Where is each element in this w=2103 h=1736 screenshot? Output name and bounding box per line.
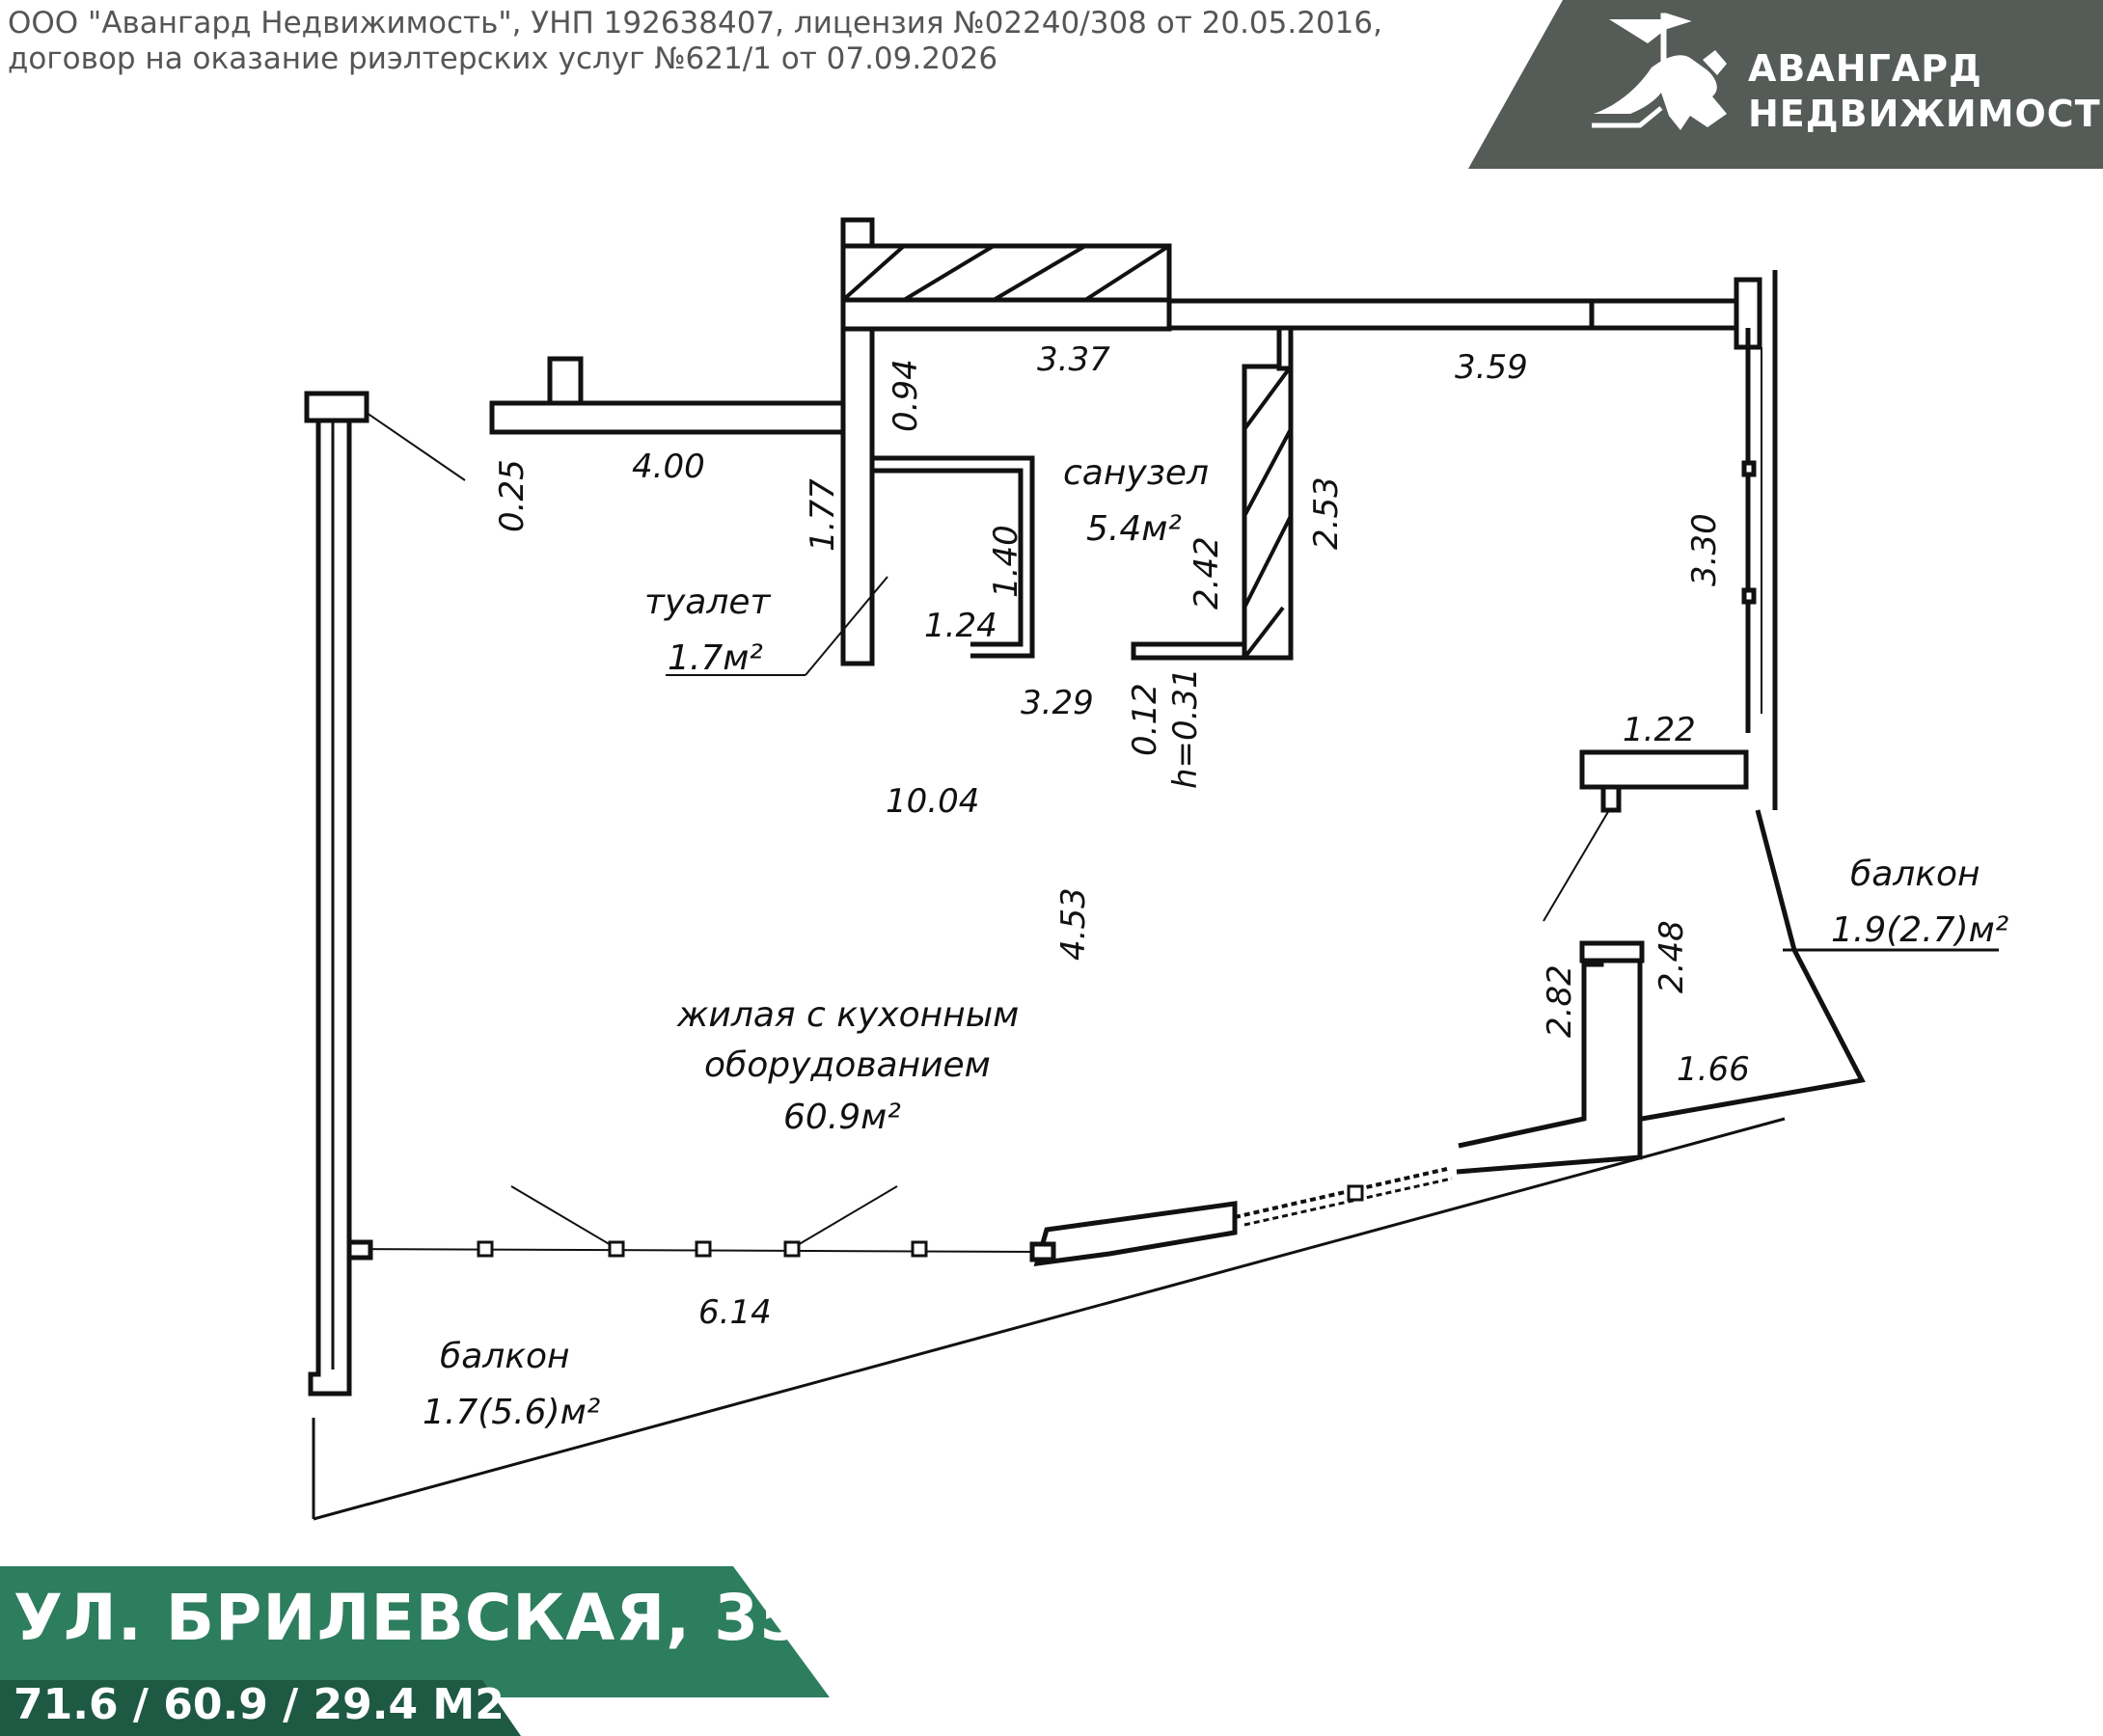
legal-line-2: договор на оказание риэлтерских услуг №6… xyxy=(8,41,998,76)
balcony-left-area: 1.7(5.6)м² xyxy=(423,1393,600,1432)
address-title: УЛ. БРИЛЕВСКАЯ, 35 xyxy=(14,1581,806,1655)
dim-6-14: 6.14 xyxy=(698,1293,772,1332)
dim-2-48: 2.48 xyxy=(1652,920,1691,993)
legal-info: ООО "Авангард Недвижимость", УНП 1926384… xyxy=(8,6,1382,77)
window-markers xyxy=(477,1184,1364,1258)
dim-2-82: 2.82 xyxy=(1541,964,1579,1038)
logo-line-2: НЕДВИЖИМОСТЬ xyxy=(1748,93,2103,135)
dim-3-29: 3.29 xyxy=(1021,684,1094,722)
bathroom-name: санузел xyxy=(1063,453,1209,493)
dim-3-30: 3.30 xyxy=(1685,513,1724,586)
dim-0-12: 0.12 xyxy=(1126,683,1164,756)
dim-3-37: 3.37 xyxy=(1037,340,1110,379)
balcony-left-name: балкон xyxy=(440,1337,570,1376)
balcony-right-name: балкон xyxy=(1850,854,1980,894)
dim-1-22: 1.22 xyxy=(1623,711,1696,749)
dim-1-24: 1.24 xyxy=(924,607,997,645)
dim-10-04: 10.04 xyxy=(886,782,979,821)
room-labels: санузел 5.4м² туалет 1.7м² жилая с кухон… xyxy=(423,453,2008,1432)
area-summary: 71.6 / 60.9 / 29.4 М2 xyxy=(14,1680,505,1729)
dim-h-0-31: h=0.31 xyxy=(1166,667,1205,789)
living-label-line-2: оборудованием xyxy=(704,1045,991,1085)
dim-3-59: 3.59 xyxy=(1455,348,1528,387)
dim-2-42: 2.42 xyxy=(1188,536,1226,610)
walls xyxy=(304,217,1999,1521)
legal-line-1: ООО "Авангард Недвижимость", УНП 1926384… xyxy=(8,6,1382,41)
logo-line-1: АВАНГАРД xyxy=(1748,47,1982,90)
dim-0-94: 0.94 xyxy=(887,359,925,432)
living-label-line-1: жилая с кухонным xyxy=(676,995,1019,1035)
logo-banner xyxy=(1468,0,2103,169)
knight-logo-icon xyxy=(1592,13,1727,131)
bathroom-area: 5.4м² xyxy=(1086,509,1182,549)
toilet-name: туалет xyxy=(644,583,771,622)
dim-1-40: 1.40 xyxy=(987,525,1025,598)
dim-1-66: 1.66 xyxy=(1677,1050,1750,1089)
dimension-labels: 3.37 3.59 0.94 4.00 0.25 1.77 1.40 1.24 … xyxy=(493,340,1750,1332)
dim-4-00: 4.00 xyxy=(632,448,705,486)
living-area: 60.9м² xyxy=(783,1098,901,1137)
dim-2-53: 2.53 xyxy=(1307,476,1346,550)
balcony-right-area: 1.9(2.7)м² xyxy=(1831,910,2008,950)
dim-4-53: 4.53 xyxy=(1054,887,1093,961)
toilet-area: 1.7м² xyxy=(668,638,763,678)
address-banner xyxy=(0,1566,830,1736)
dim-0-25: 0.25 xyxy=(493,459,532,532)
logo-wordmark: АВАНГАРД НЕДВИЖИМОСТЬ xyxy=(1748,46,2103,137)
dim-1-77: 1.77 xyxy=(804,478,842,552)
